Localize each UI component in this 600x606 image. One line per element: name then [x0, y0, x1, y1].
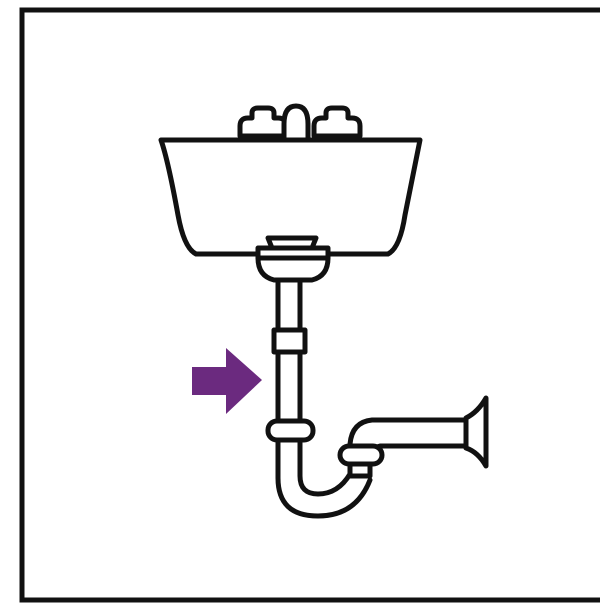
tailpiece-pipe-icon [271, 277, 308, 427]
sink-basin-icon [158, 137, 423, 261]
panel-border [19, 7, 600, 603]
arrow-right-icon [192, 348, 262, 414]
wall-flange-icon [463, 395, 489, 469]
slip-nut-icon [265, 418, 316, 443]
trap-arm-icon [337, 417, 471, 479]
drain-nut-icon [255, 255, 331, 283]
p-trap-icon [275, 435, 373, 519]
